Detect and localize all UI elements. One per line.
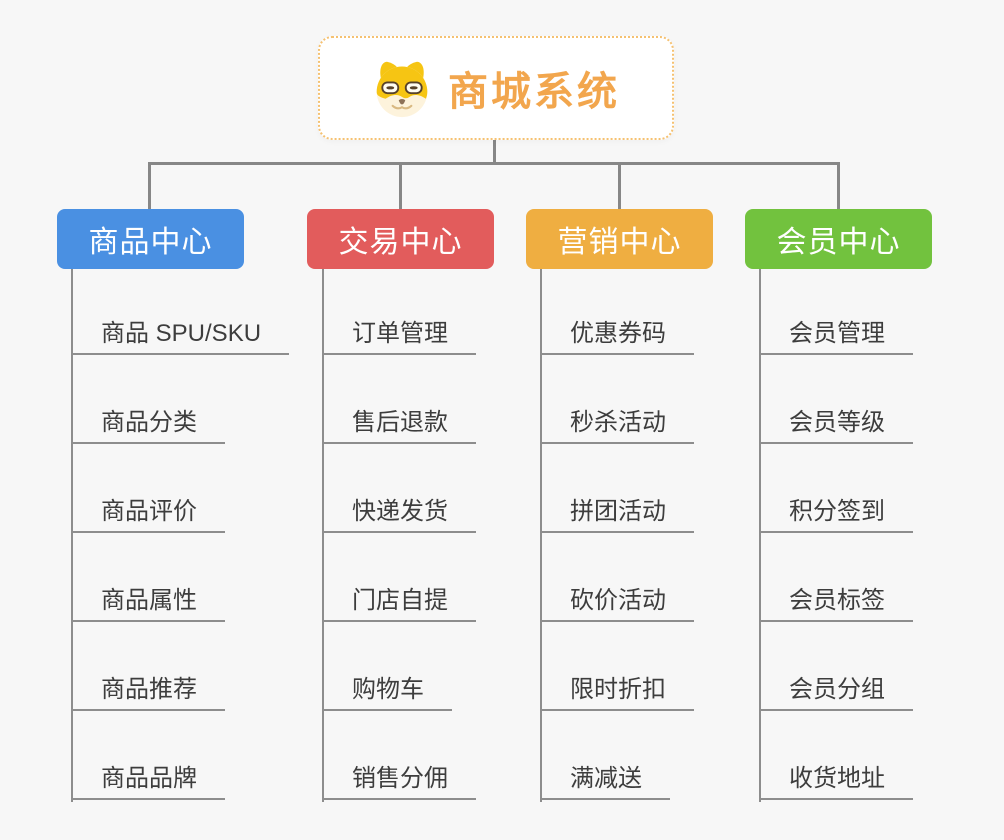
leaf-node[interactable]: 秒杀活动 — [540, 398, 694, 444]
leaf-node[interactable]: 优惠券码 — [540, 309, 694, 355]
root-node[interactable]: 商城系统 — [318, 36, 674, 140]
leaf-node[interactable]: 拼团活动 — [540, 487, 694, 533]
leaf-node[interactable]: 门店自提 — [322, 576, 476, 622]
leaf-node[interactable]: 购物车 — [322, 665, 452, 711]
trunk-member — [759, 269, 761, 802]
trunk-product — [71, 269, 73, 802]
leaf-node[interactable]: 商品属性 — [71, 576, 225, 622]
connector-drop-marketing — [618, 162, 621, 210]
leaf-node[interactable]: 商品推荐 — [71, 665, 225, 711]
trunk-trade — [322, 269, 324, 802]
connector-drop-product — [148, 162, 151, 210]
leaf-node[interactable]: 满减送 — [540, 754, 670, 800]
connector-horizontal — [148, 162, 840, 165]
connector-drop-trade — [399, 162, 402, 210]
leaf-node[interactable]: 快递发货 — [322, 487, 476, 533]
root-label: 商城系统 — [448, 70, 620, 114]
leaf-node[interactable]: 会员分组 — [759, 665, 913, 711]
leaf-node[interactable]: 商品品牌 — [71, 754, 225, 800]
branch-node-product-center[interactable]: 商品中心 — [57, 209, 244, 269]
branch-node-member-center[interactable]: 会员中心 — [745, 209, 932, 269]
branch-node-marketing-center[interactable]: 营销中心 — [526, 209, 713, 269]
leaf-node[interactable]: 销售分佣 — [322, 754, 476, 800]
leaf-node[interactable]: 砍价活动 — [540, 576, 694, 622]
leaf-node[interactable]: 会员管理 — [759, 309, 913, 355]
doge-icon — [376, 61, 428, 118]
leaf-node[interactable]: 会员标签 — [759, 576, 913, 622]
leaf-node[interactable]: 商品 SPU/SKU — [71, 309, 290, 355]
leaf-node[interactable]: 订单管理 — [322, 309, 476, 355]
leaf-node[interactable]: 售后退款 — [322, 398, 476, 444]
leaf-node[interactable]: 商品评价 — [71, 487, 225, 533]
connector-root-drop — [493, 140, 496, 162]
leaf-node[interactable]: 限时折扣 — [540, 665, 694, 711]
connector-drop-member — [837, 162, 840, 210]
branch-node-trade-center[interactable]: 交易中心 — [307, 209, 494, 269]
leaf-node[interactable]: 会员等级 — [759, 398, 913, 444]
trunk-marketing — [540, 269, 542, 802]
leaf-node[interactable]: 积分签到 — [759, 487, 913, 533]
leaf-node[interactable]: 收货地址 — [759, 754, 913, 800]
leaf-node[interactable]: 商品分类 — [71, 398, 225, 444]
